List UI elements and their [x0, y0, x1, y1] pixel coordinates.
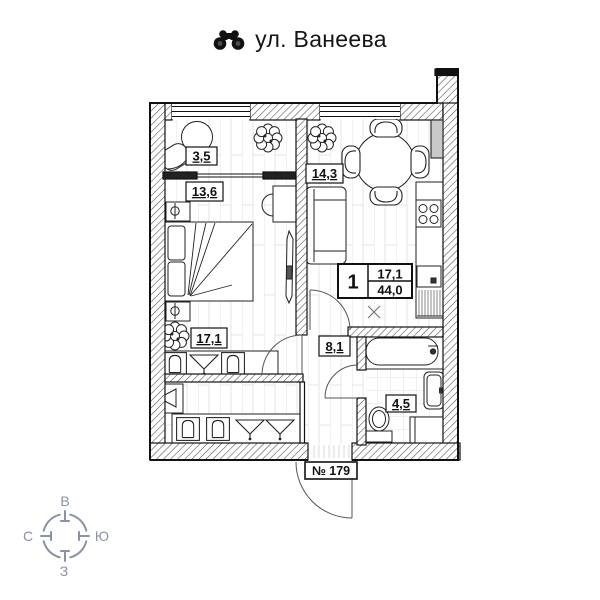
- sofa: [305, 186, 347, 265]
- svg-text:№ 179: № 179: [312, 464, 350, 478]
- binoculars-icon: [213, 29, 245, 50]
- bathroom-door: [324, 364, 359, 399]
- bedroom-door: [261, 334, 303, 376]
- plant-icon: [253, 123, 283, 153]
- room-label-bedroom: 13,6: [185, 181, 224, 202]
- nightstand: [165, 201, 191, 222]
- compass-south: Ю: [95, 528, 109, 544]
- compass-west: З: [60, 563, 68, 579]
- svg-text:8,1: 8,1: [325, 339, 343, 354]
- chair: [341, 145, 361, 179]
- total-area: 44,0: [377, 283, 402, 298]
- window: [320, 104, 400, 119]
- room-label-kitchen-living: 14,3: [305, 163, 344, 184]
- svg-text:3,5: 3,5: [192, 149, 210, 164]
- bathtub: [361, 333, 444, 370]
- room-label-hallway: 8,1: [318, 335, 351, 357]
- street-title: ул. Ванеева: [255, 26, 387, 52]
- room-label-bathroom: 4,5: [385, 394, 417, 413]
- plant-icon: [307, 123, 337, 153]
- compass-north: С: [23, 528, 33, 544]
- compass-ticks: [40, 510, 90, 562]
- svg-text:13,6: 13,6: [192, 184, 217, 199]
- bed: [164, 221, 254, 302]
- apartment-info-box: 1 17,1 44,0: [337, 263, 413, 299]
- dining-table: [355, 132, 415, 192]
- room-label-balcony: 3,5: [185, 146, 218, 166]
- bath-cabinet: [409, 416, 444, 444]
- rooms-count: 1: [347, 272, 358, 294]
- compass: В С Ю З: [23, 493, 109, 579]
- chair: [369, 186, 403, 206]
- tv-panel: [285, 229, 294, 305]
- nightstand: [165, 301, 191, 322]
- compass-east: В: [60, 493, 69, 509]
- wardrobe-row: [160, 350, 279, 378]
- kitchen-sink: [416, 265, 442, 288]
- page-title: ул. Ванеева: [0, 26, 600, 53]
- washbasin: [423, 371, 445, 410]
- room-labels: 3,5 13,6 14,3 17,1 8,1 4,5: [185, 146, 417, 413]
- apartment-number-box: № 179: [304, 461, 358, 480]
- svg-text:17,1: 17,1: [196, 331, 221, 346]
- window: [172, 104, 250, 119]
- living-area: 17,1: [377, 267, 402, 282]
- hall-wardrobe-row: [171, 413, 301, 444]
- svg-text:4,5: 4,5: [392, 396, 410, 411]
- chair: [369, 118, 403, 138]
- room-label-living-room: 17,1: [190, 327, 228, 349]
- stove: [415, 199, 442, 228]
- doors: [261, 289, 359, 519]
- drying-rack: [417, 290, 443, 317]
- vent-mark-icon: [367, 305, 381, 319]
- svg-text:14,3: 14,3: [312, 166, 337, 181]
- living-room-door: [309, 289, 351, 331]
- chair: [410, 145, 430, 179]
